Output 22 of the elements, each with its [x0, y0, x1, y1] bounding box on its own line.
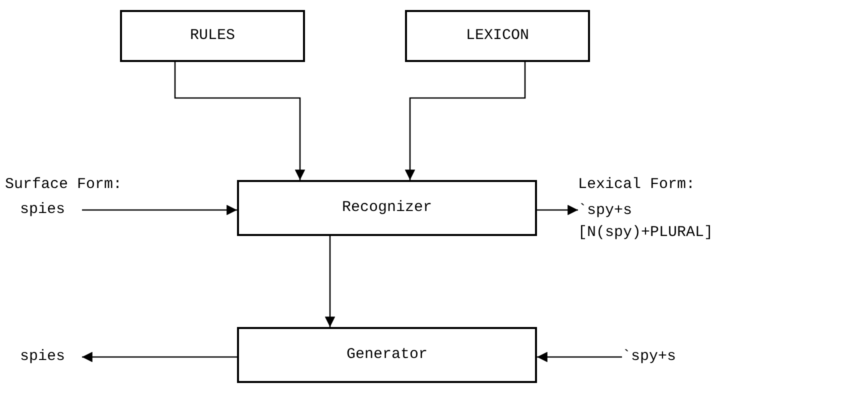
- arrow: [537, 352, 622, 362]
- node-label: spies: [20, 200, 66, 220]
- box-label: Recognizer: [342, 198, 432, 218]
- arrow: [324, 236, 336, 327]
- arrow: [537, 204, 578, 216]
- arrow: [404, 62, 526, 180]
- node-label: spies: [20, 346, 66, 367]
- box-label: RULES: [190, 26, 235, 46]
- process-box: [237, 180, 537, 236]
- process-box: [405, 10, 590, 62]
- node-label: `spy+s: [622, 346, 676, 367]
- process-box: [120, 10, 305, 62]
- form-label: Surface Form:: [5, 175, 122, 195]
- node-label: `spy+s: [578, 200, 632, 220]
- box-label: LEXICON: [466, 26, 529, 46]
- box-label: Generator: [346, 344, 428, 365]
- arrow: [82, 352, 237, 362]
- process-box: [237, 327, 537, 383]
- arrow: [174, 62, 306, 180]
- node-label: [N(spy)+PLURAL]: [578, 223, 714, 243]
- arrow: [82, 204, 237, 216]
- form-label: Lexical Form:: [578, 175, 696, 195]
